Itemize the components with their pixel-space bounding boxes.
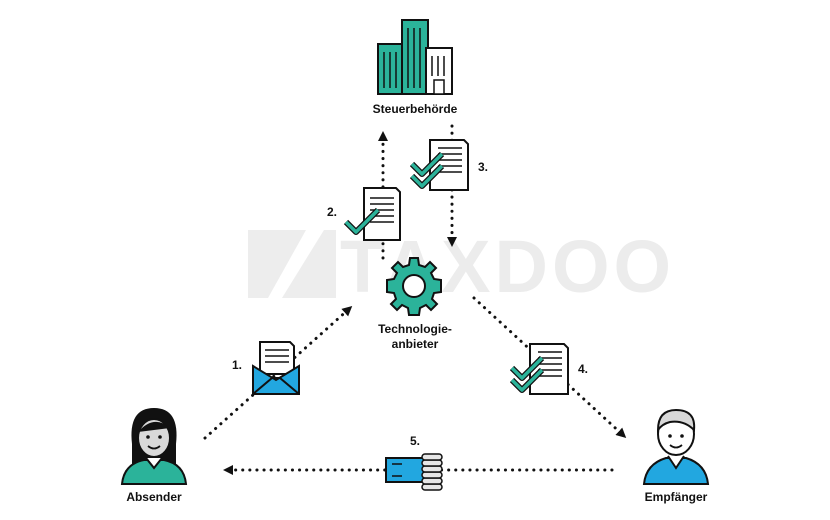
sender-label: Absender [126,490,182,504]
arrow-step-1 [203,305,353,440]
provider-label-line2: anbieter [391,337,439,351]
office-building-icon [377,19,453,95]
gear-icon [386,257,442,316]
man-avatar-icon [642,408,710,485]
woman-avatar-icon [120,408,188,485]
receiver-label: Empfänger [644,490,708,504]
step-4-number: 4. [578,362,589,376]
step-2-number: 2. [327,205,338,219]
watermark-logo-icon [248,230,336,298]
step-1-number: 1. [232,358,243,372]
payment-cash-coins-icon [385,453,443,491]
authority-label: Steuerbehörde [372,102,458,116]
arrow-step-4 [472,296,627,439]
step-3-number: 3. [478,160,489,174]
checked-document-icon [343,187,401,241]
envelope-document-icon [252,341,300,395]
double-checked-document-icon [410,139,469,191]
provider-label-line1: Technologie- [378,322,452,336]
double-checked-document-icon [510,343,569,395]
step-5-number: 5. [410,434,421,448]
